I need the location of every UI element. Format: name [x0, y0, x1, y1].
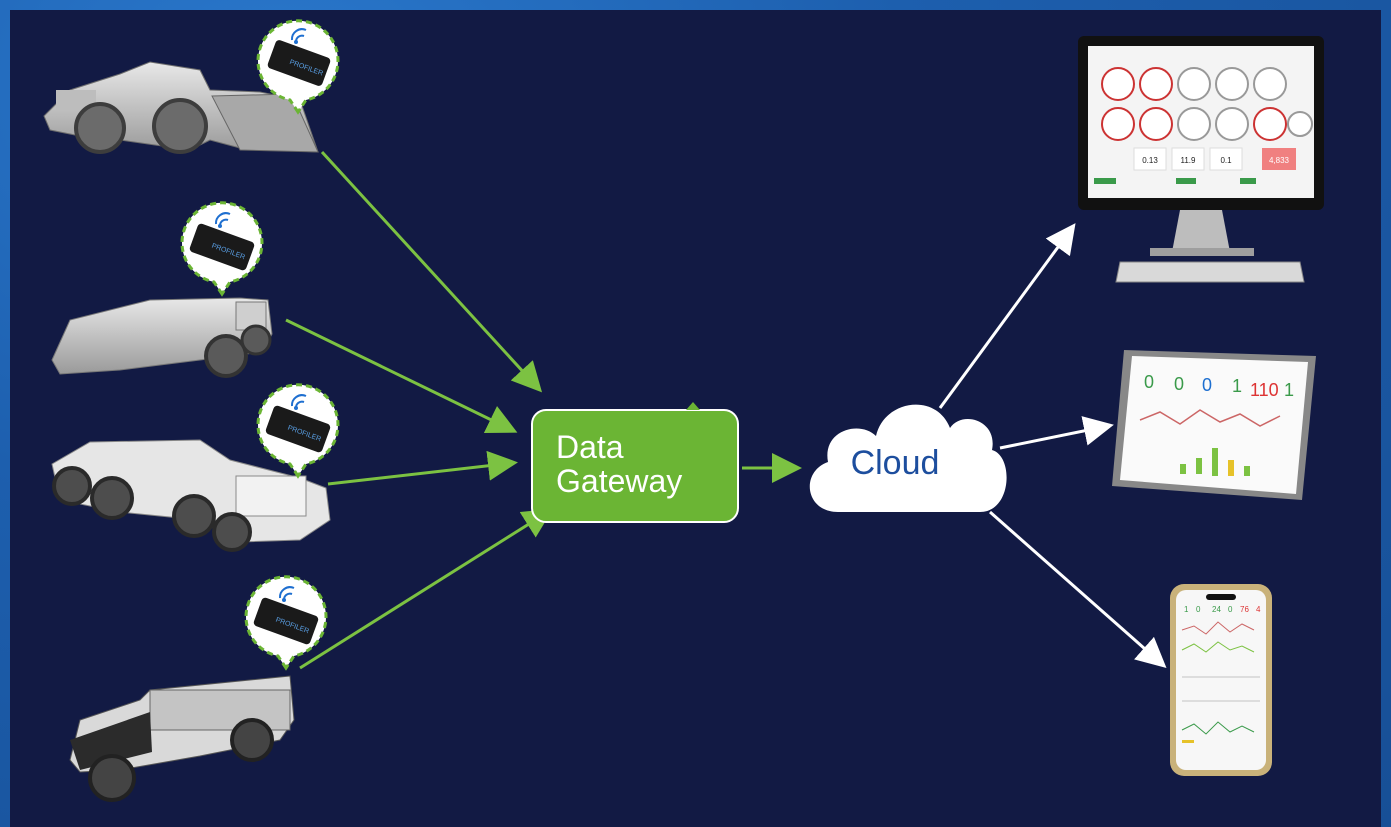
sensor-badge-2: PROFILER [180, 201, 264, 297]
phone-value-3: 24 [1212, 605, 1221, 614]
utility-vehicle [51, 439, 331, 552]
sensor-badge-3: PROFILER [256, 383, 340, 479]
gateway-label-line1: Data [556, 429, 624, 465]
cloud-node [809, 404, 1007, 512]
output-arrows [938, 223, 1167, 668]
tablet-value-6: 1 [1284, 380, 1294, 400]
arrow-cloud-to-desktop [938, 223, 1076, 409]
phone-value-6: 4 [1256, 605, 1261, 614]
tablet-values: 0 0 0 1 110 1 [1144, 372, 1294, 400]
tablet-dashboard: 0 0 0 1 110 1 [1112, 350, 1316, 500]
arrow-cloud-to-tablet [999, 416, 1114, 450]
arrow-personnel-to-gateway [299, 508, 554, 670]
input-arrows [285, 150, 802, 670]
sensor-badge-4: PROFILER [244, 575, 328, 671]
tablet-value-5: 110 [1250, 380, 1279, 400]
phone-value-4: 0 [1228, 605, 1233, 614]
stat-value-3: 0.1 [1220, 156, 1232, 165]
tablet-value-3: 0 [1202, 375, 1212, 395]
tablet-value-1: 0 [1144, 372, 1154, 392]
stat-value-1: 0.13 [1142, 156, 1158, 165]
arrow-utility-to-gateway [327, 450, 518, 486]
tablet-value-4: 1 [1232, 376, 1242, 396]
phone-value-1: 1 [1184, 605, 1189, 614]
data-gateway-label: Data Gateway [556, 430, 726, 498]
sensor-badge-1: PROFILER [256, 19, 340, 115]
desktop-monitor-dashboard: 0.13 11.9 0.1 4,833 [1078, 36, 1324, 283]
stat-value-2: 11.9 [1181, 156, 1197, 165]
phone-value-2: 0 [1196, 605, 1201, 614]
smartphone-dashboard: 1 0 24 0 76 4 [1170, 584, 1272, 776]
arrow-cloud-to-phone [989, 510, 1167, 668]
data-gateway-node [531, 402, 739, 523]
phone-value-5: 76 [1240, 605, 1249, 614]
gauge-row [1101, 67, 1313, 141]
stat-value-4: 4,833 [1269, 156, 1290, 165]
haul-truck-vehicle [51, 297, 273, 378]
arrow-haul-to-gateway [285, 318, 518, 433]
cloud-label: Cloud [850, 444, 940, 482]
loader-vehicle [43, 61, 319, 154]
tablet-value-2: 0 [1174, 374, 1184, 394]
personnel-carrier-vehicle [69, 675, 295, 802]
gateway-label-line2: Gateway [556, 463, 683, 499]
arrow-loader-to-gateway [320, 150, 543, 393]
